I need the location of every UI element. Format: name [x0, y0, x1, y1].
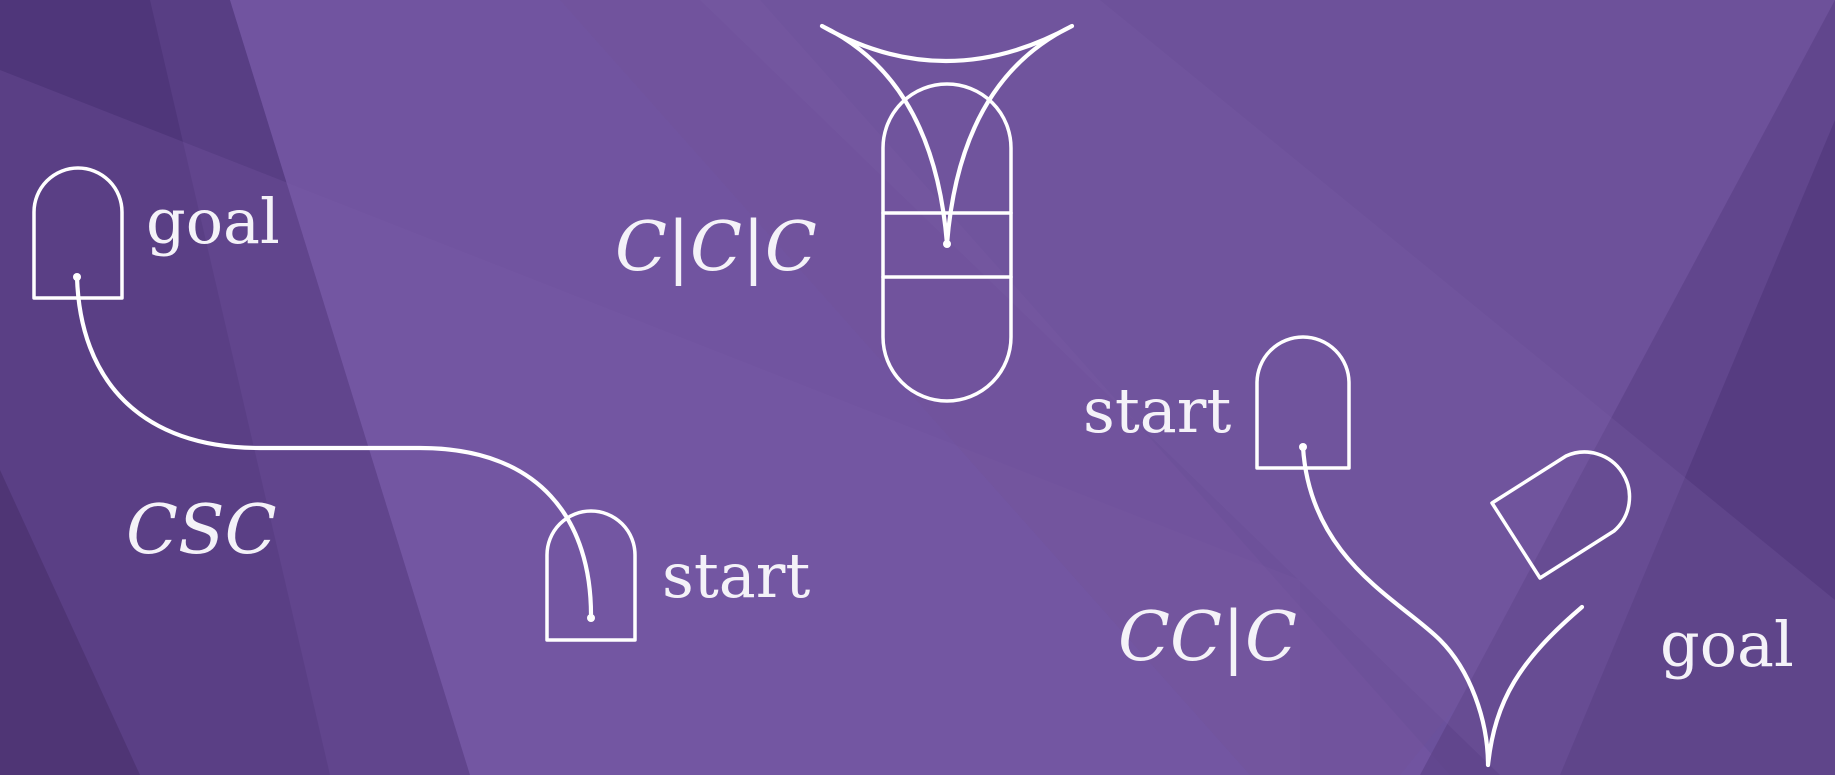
start-car-outline — [545, 509, 637, 642]
csc-panel: goal start CSC — [32, 166, 810, 642]
ccc-label: C|C|C — [615, 208, 817, 287]
csc-label: CSC — [126, 491, 277, 570]
capsule-outline — [881, 82, 1013, 403]
goal-car-outline — [1490, 450, 1632, 580]
goal-car-outline — [32, 166, 124, 300]
csc-path — [74, 274, 594, 621]
cc-c-panel: start goal CC|C — [1083, 335, 1794, 768]
goal-label: goal — [1660, 608, 1794, 681]
cc-c-label: CC|C — [1118, 598, 1297, 677]
reference-point — [943, 240, 951, 248]
cusp-path — [819, 23, 1075, 247]
start-car-outline — [1255, 335, 1351, 470]
start-label: start — [1083, 374, 1231, 447]
start-label: start — [662, 539, 810, 612]
goal-label: goal — [146, 185, 280, 258]
cc-c-path — [1300, 444, 1585, 768]
ccc-panel: C|C|C — [615, 23, 1075, 403]
